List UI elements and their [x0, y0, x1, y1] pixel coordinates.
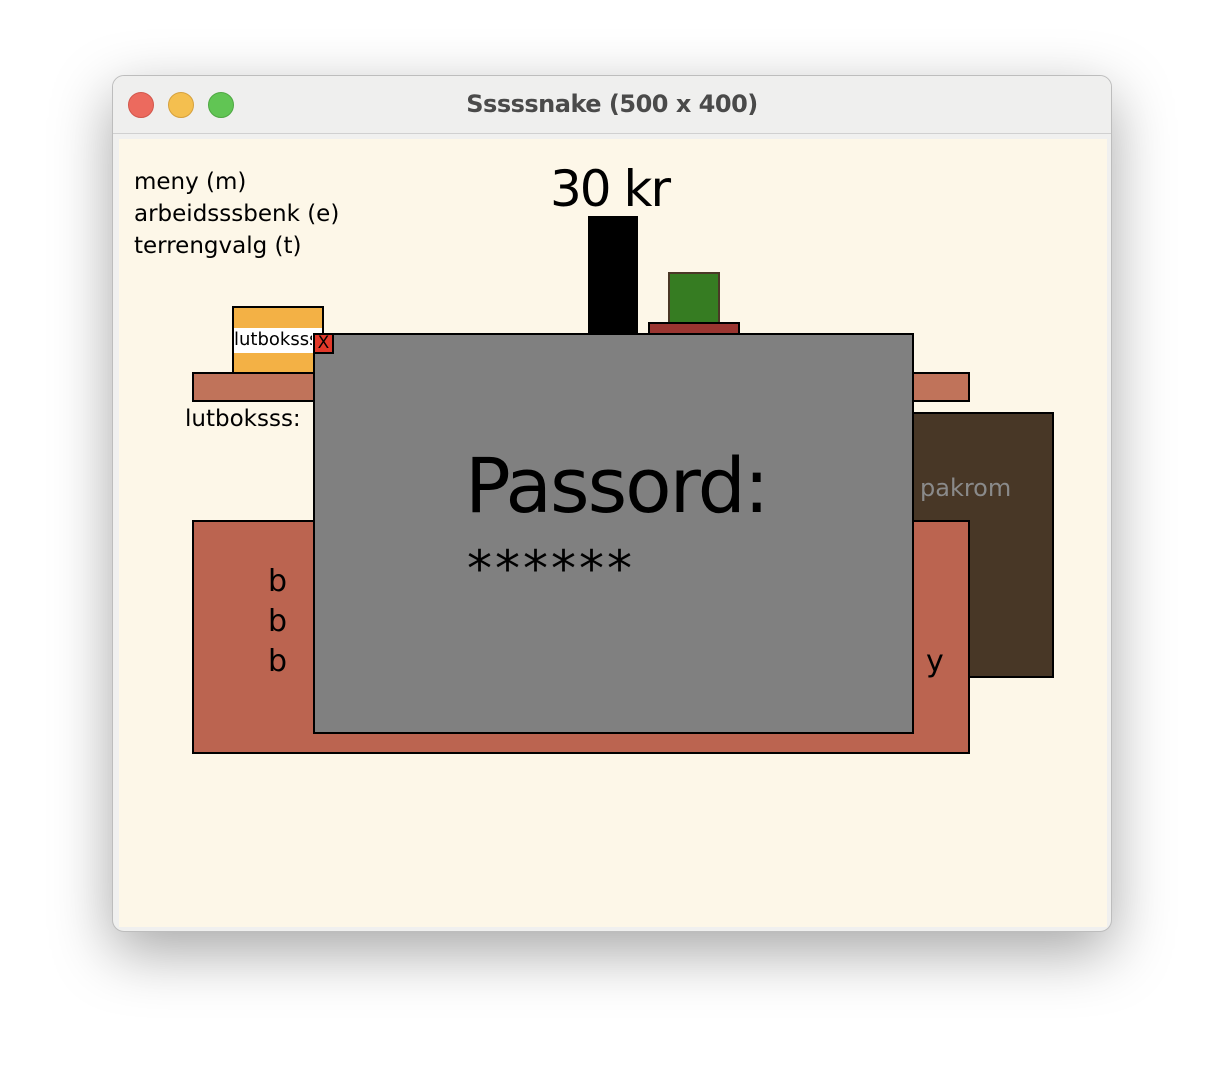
menu-list: meny (m) arbeidsssbenk (e) terrengvalg (…: [134, 166, 339, 262]
loot-box[interactable]: lutboksss: [232, 306, 324, 374]
menu-item-workbench[interactable]: arbeidsssbenk (e): [134, 201, 340, 227]
big-box-line: b: [268, 604, 288, 639]
big-box-text: b b b: [268, 562, 287, 682]
loot-box-label-strip: [234, 328, 322, 353]
shelf-label: lutboksss:: [185, 406, 301, 432]
green-block: [668, 272, 720, 324]
loot-box-label: lutboksss: [234, 329, 312, 350]
menu-item-meny[interactable]: meny (m): [134, 169, 247, 195]
minimize-window-button[interactable]: [168, 92, 194, 118]
big-box-line: b: [268, 644, 288, 679]
password-input[interactable]: ******: [467, 540, 635, 598]
close-window-button[interactable]: [128, 92, 154, 118]
password-dialog: Passord: ******: [313, 333, 914, 734]
dark-room-label: pakrom: [920, 474, 1012, 502]
big-box-line: b: [268, 564, 288, 599]
close-icon[interactable]: X: [313, 333, 334, 354]
title-bar[interactable]: Sssssnake (500 x 400): [113, 76, 1111, 134]
black-pillar: [588, 216, 638, 334]
money-counter: 30 kr: [550, 160, 671, 218]
zoom-window-button[interactable]: [208, 92, 234, 118]
menu-item-terrain[interactable]: terrengvalg (t): [134, 233, 302, 259]
window-title: Sssssnake (500 x 400): [466, 90, 758, 118]
big-box-right-text: y: [926, 644, 944, 679]
password-prompt: Passord:: [465, 441, 769, 530]
